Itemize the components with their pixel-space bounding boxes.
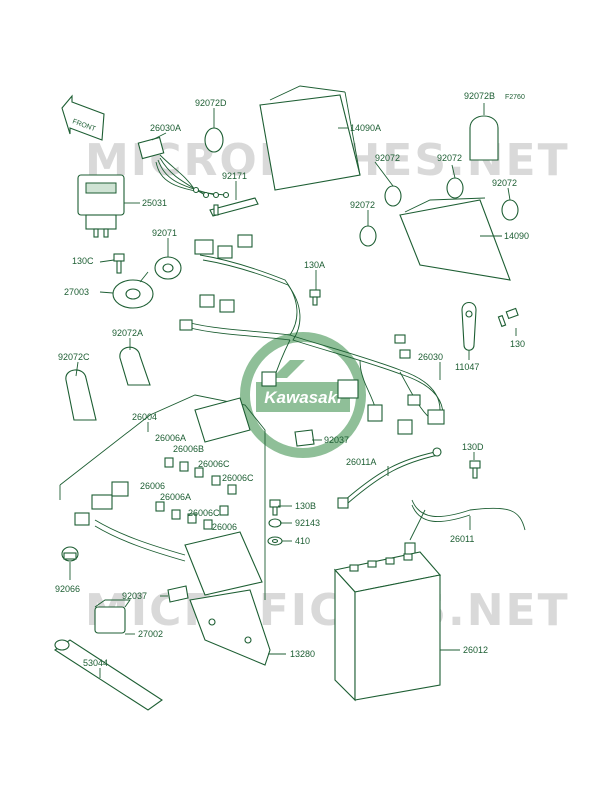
label-26006B: 26006B (173, 444, 204, 454)
bolt-130A-part (309, 289, 321, 306)
label-92072-a: 92072 (375, 153, 400, 163)
label-92171: 92171 (222, 171, 247, 181)
label-130C: 130C (72, 256, 94, 266)
fuse-set-26006-part (155, 457, 237, 530)
label-92072B: 92072B (464, 91, 495, 101)
label-92072A: 92072A (112, 328, 143, 338)
leader-lines (69, 103, 517, 678)
cable-26011-part (404, 499, 526, 556)
clip-92037-b-part (167, 585, 189, 603)
bracket-92171-part (209, 197, 259, 217)
cover-14090-part (399, 197, 511, 281)
label-26006C-3: 26006C (188, 508, 220, 518)
harness-pigtail-part (137, 136, 230, 199)
bolt-130D-part (469, 460, 481, 479)
watermark-bottom: MICROFICHES.NET (85, 585, 570, 636)
clamp-92072C-part (65, 369, 97, 421)
label-92037-a: 92037 (324, 435, 349, 445)
label-92071: 92071 (152, 228, 177, 238)
clip-92037-a-part (294, 429, 315, 447)
part-labels: 92072D 26030A 14090A 92072B 92072 92072 … (55, 91, 529, 668)
tube-53044-part (53, 639, 163, 711)
label-26030A: 26030A (150, 123, 181, 133)
label-26006C-1: 26006C (198, 459, 230, 469)
clamp-92072-b-part (446, 177, 464, 199)
label-25031: 25031 (142, 198, 167, 208)
clamp-92072D-part (204, 127, 224, 153)
bracket-13280-part (189, 589, 271, 666)
group-26004-outline (59, 394, 266, 600)
label-26004: 26004 (132, 412, 157, 422)
clamp-92072-c-part (501, 199, 519, 221)
label-26030: 26030 (418, 352, 443, 362)
bracket-11047-part (461, 301, 477, 351)
kawasaki-logo: Kawasaki (240, 332, 366, 458)
horn-27003-part (112, 271, 154, 309)
clamp-92072-a-part (384, 185, 402, 207)
battery-26012-part (333, 551, 442, 702)
label-130B: 130B (295, 501, 316, 511)
label-26011: 26011 (450, 534, 474, 544)
label-11047: 11047 (455, 362, 479, 372)
logo-text: Kawasaki (264, 388, 343, 407)
label-92072-b: 92072 (437, 153, 462, 163)
relay-27002-part (94, 599, 131, 634)
label-130A: 130A (304, 260, 325, 270)
label-26012: 26012 (463, 645, 488, 655)
label-26006A-1: 26006A (155, 433, 186, 443)
front-arrow-icon: FRONT (61, 94, 105, 141)
figure-code: F2760 (505, 94, 525, 101)
label-130D: 130D (462, 442, 484, 452)
clamp-92072A-part (119, 346, 151, 386)
main-harness-26030-part (179, 234, 445, 435)
clamp-92072-d-part (359, 225, 377, 247)
label-92072-d: 92072 (350, 200, 375, 210)
label-26006C-2: 26006C (222, 473, 254, 483)
label-410: 410 (295, 536, 310, 546)
bolt-130-part (497, 307, 519, 328)
washer-410-part (267, 536, 283, 546)
label-27002: 27002 (138, 629, 163, 639)
label-27003: 27003 (64, 287, 89, 297)
cable-26011A-part (337, 447, 442, 509)
hour-meter-part (77, 174, 125, 238)
grommet-92071-part (154, 256, 182, 280)
label-92143: 92143 (295, 518, 320, 528)
cover-14090A-part (259, 85, 361, 191)
relay-box-lid-part (194, 397, 251, 443)
label-26006-1: 26006 (140, 481, 165, 491)
label-26006-2: 26006 (212, 522, 237, 532)
clip-92066-part (61, 546, 79, 562)
bolt-130C-part (113, 253, 125, 274)
label-13280: 13280 (290, 649, 315, 659)
bolt-130B-part (269, 499, 281, 516)
label-92037-b: 92037 (122, 591, 147, 601)
label-14090: 14090 (504, 231, 529, 241)
label-92072-c: 92072 (492, 178, 517, 188)
clamp-92072B-part (469, 115, 499, 161)
label-26006A-2: 26006A (160, 492, 191, 502)
label-53044: 53044 (83, 658, 108, 668)
label-130: 130 (510, 339, 525, 349)
relay-box-part (74, 481, 263, 596)
washer-92143-part (268, 518, 282, 528)
label-92072C: 92072C (58, 352, 90, 362)
label-92072D: 92072D (195, 98, 227, 108)
label-26011A: 26011A (346, 457, 376, 467)
label-14090A: 14090A (350, 123, 381, 133)
label-92066: 92066 (55, 584, 80, 594)
